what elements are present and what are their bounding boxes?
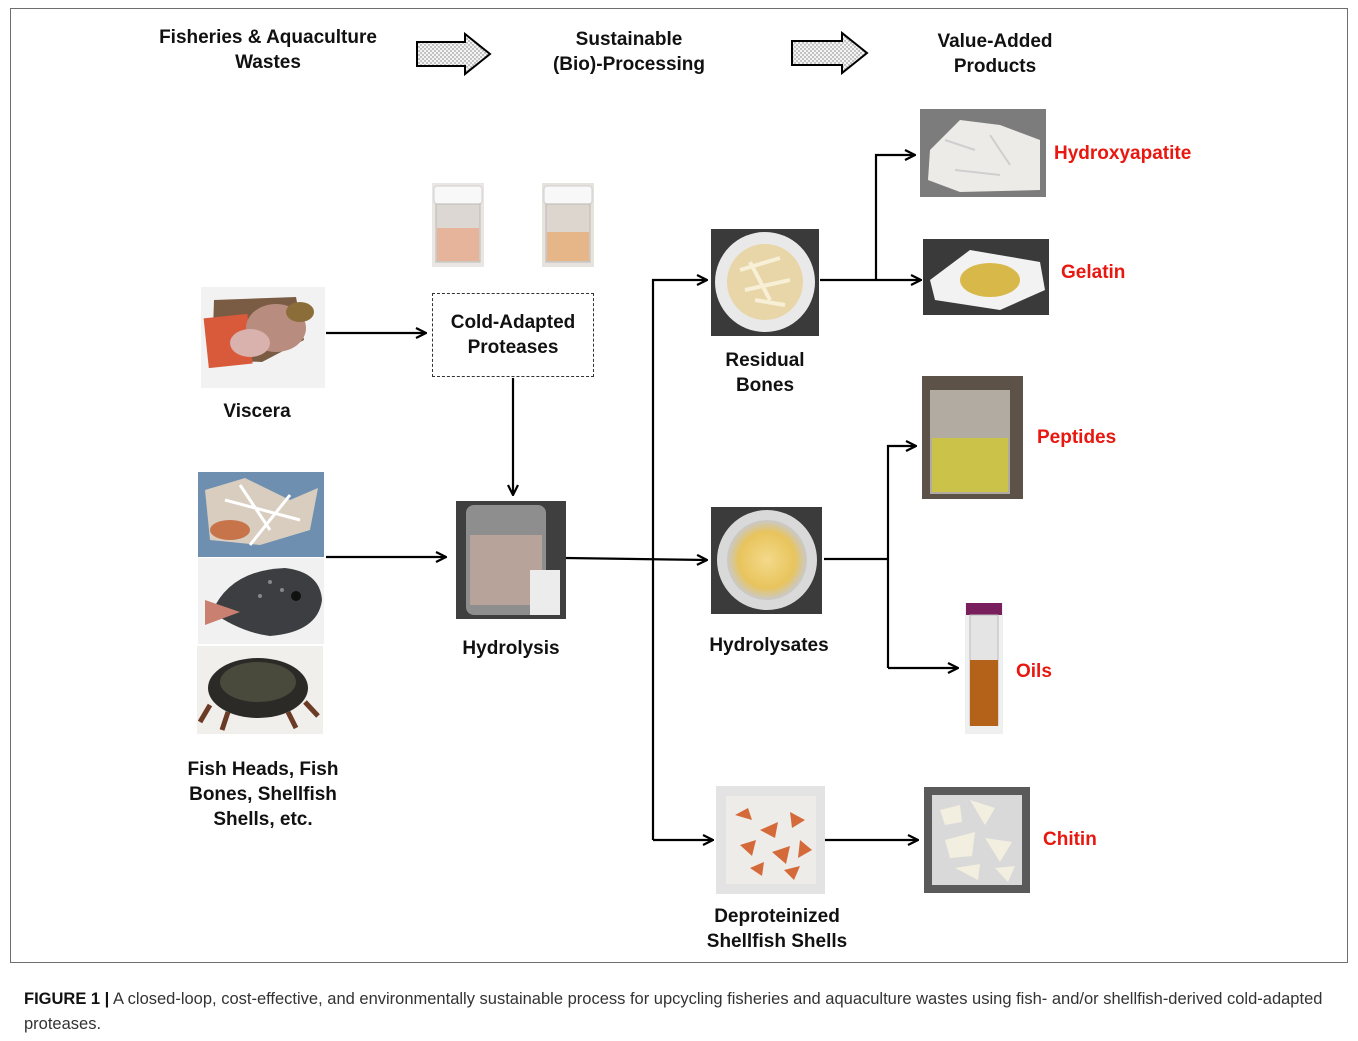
hydrolysis-photo [456,501,566,619]
oils-photo [965,603,1003,734]
hydroxyapatite-photo [920,109,1046,197]
protease-jar-2 [542,183,594,267]
peptides-photo [922,376,1023,499]
product-hydroxyapatite: Hydroxyapatite [1054,143,1192,164]
connector-arrows [326,155,958,840]
viscera-label: Viscera [223,401,291,422]
figure-caption-label: FIGURE 1 | [24,990,110,1008]
product-chitin: Chitin [1043,829,1097,850]
shells-photo [716,786,825,894]
header-arrow-1 [416,31,492,77]
crab-photo [197,646,323,734]
residual-bones-photo [711,229,819,336]
fish-bones-photo [198,472,324,557]
cold-adapted-proteases-box: Cold-Adapted Proteases [432,293,594,377]
protease-jar-1 [432,183,484,267]
deproteinized-shells-label: Deproteinized Shellfish Shells [706,906,848,952]
gelatin-photo [923,239,1049,315]
cold-adapted-proteases-label: Cold-Adapted Proteases [450,312,576,358]
chitin-photo [924,787,1030,893]
header-stage-products: Value-Added Products [937,31,1053,77]
residual-bones-label: Residual Bones [725,350,805,396]
viscera-photo [201,287,325,388]
solid-wastes-label: Fish Heads, Fish Bones, Shellfish Shells… [187,759,339,830]
figure-caption: FIGURE 1 | A closed-loop, cost-effective… [24,987,1344,1037]
header-stage-wastes: Fisheries & Aquaculture Wastes [159,27,377,73]
product-gelatin: Gelatin [1061,262,1126,283]
product-peptides: Peptides [1037,427,1117,448]
hydrolysates-photo [711,507,822,614]
hydrolysis-label: Hydrolysis [462,638,560,659]
figure-caption-text: A closed-loop, cost-effective, and envir… [24,990,1323,1033]
hydrolysates-label: Hydrolysates [709,635,829,656]
fish-head-photo [198,558,324,644]
header-stage-processing: Sustainable (Bio)-Processing [552,29,706,75]
header-arrow-2 [791,30,869,76]
product-oils: Oils [1016,661,1052,682]
